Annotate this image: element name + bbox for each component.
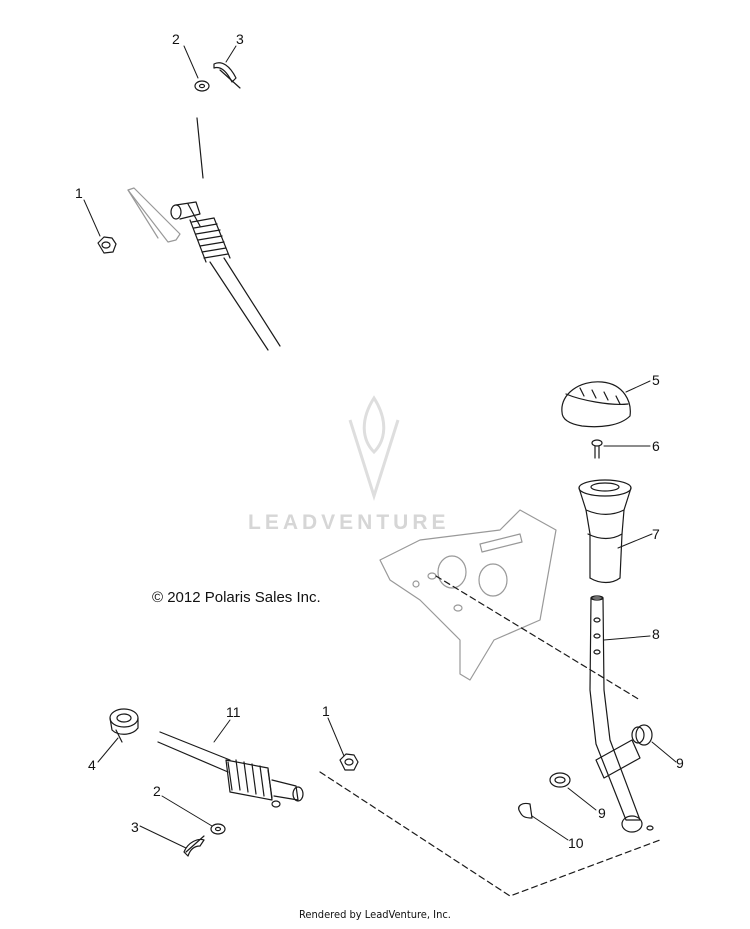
callout-2: 2 [172,31,180,47]
callout-9-lower: 9 [598,805,606,821]
cable-end-icon [170,201,281,351]
nut-icon [339,753,359,771]
watermark-text: LEADVENTURE [248,511,450,534]
cable-clamp-icon [109,708,139,743]
bushing-icon [631,724,653,746]
shift-lever-link-icon [127,187,181,243]
callout-10: 10 [568,835,584,851]
copyright-text: © 2012 Polaris Sales Inc. [152,589,321,606]
rendered-by-text: Rendered by LeadVenture, Inc. [299,908,451,921]
callout-11: 11 [226,704,241,720]
callout-9: 9 [676,755,684,771]
shift-bracket-icon [379,509,557,681]
callout-3: 3 [236,31,244,47]
screw-icon [591,439,603,459]
e-clip-icon [518,802,533,819]
shift-boot-icon [578,479,632,584]
callout-7: 7 [652,526,660,542]
callout-3-lower: 3 [131,819,139,835]
watermark-logo-icon [348,395,400,501]
bushing-icon [549,772,571,788]
clip-pin-icon [213,62,241,89]
shift-knob-cap-icon [561,381,631,428]
callouts: 2 3 1 5 6 7 8 9 9 10 11 1 4 2 3 [75,31,684,851]
callout-1-lower: 1 [322,703,330,719]
washer-icon [210,823,226,835]
shift-cable-icon [157,731,304,808]
callout-6: 6 [652,438,660,454]
callout-5: 5 [652,372,660,388]
clip-pin-icon [183,835,205,857]
callout-1: 1 [75,185,83,201]
hidden-line [196,117,204,179]
shift-rod-icon [589,595,654,833]
leader-lines [83,45,677,849]
callout-8: 8 [652,626,660,642]
washer-icon [194,80,210,92]
nut-icon [97,236,117,254]
assembly-dashed-lines [319,575,661,897]
callout-2-lower: 2 [153,783,161,799]
callout-4: 4 [88,757,96,773]
